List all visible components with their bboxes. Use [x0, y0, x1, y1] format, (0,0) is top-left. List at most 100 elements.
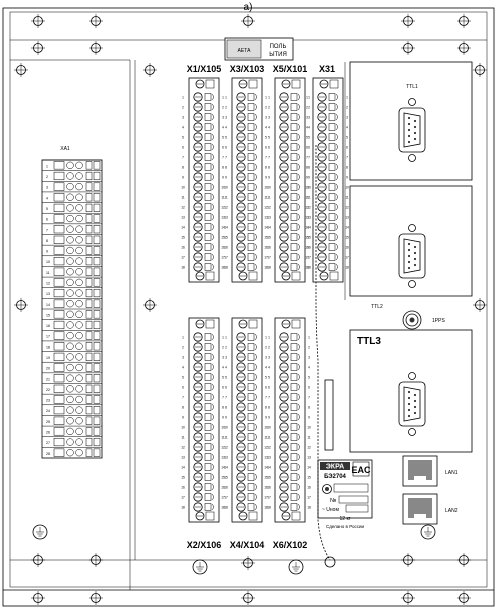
mounting-hole	[401, 41, 415, 55]
pin-number: 3	[308, 356, 310, 360]
mounting-hole	[401, 553, 415, 567]
pin-number: 13	[221, 216, 225, 220]
pin-number: 15	[221, 236, 225, 240]
pin-number: 6	[182, 146, 184, 150]
ttl3-db9-connector	[398, 372, 426, 436]
pin-number: 18	[345, 266, 349, 270]
pin-number: 5	[225, 376, 227, 380]
pin-number: 17	[307, 496, 311, 500]
pin-number: 4	[222, 366, 224, 370]
pin-number: 11	[307, 196, 311, 200]
xa1-row: 2	[42, 170, 102, 181]
pin-number: 16	[305, 246, 309, 250]
pin-number: 18	[264, 506, 268, 510]
pin-number: 3	[182, 116, 184, 120]
pin-number: 6	[225, 386, 227, 390]
pin-number: 9	[225, 176, 227, 180]
pin-number: 4	[265, 366, 267, 370]
pin-number: 14	[221, 466, 225, 470]
pin-number: 14	[307, 226, 311, 230]
mounting-hole	[401, 14, 415, 28]
pin-number: 18	[181, 506, 185, 510]
pin-number: 10	[307, 426, 311, 430]
ground-cable	[315, 145, 331, 561]
mounting-hole	[143, 63, 157, 77]
pin-number: 9	[265, 176, 267, 180]
pin-number: 4	[306, 126, 308, 130]
xa1-row: 23	[42, 393, 102, 404]
xa1-row: 28	[42, 447, 102, 457]
xa1-row: 6	[42, 212, 102, 223]
pin-number: 9	[268, 176, 270, 180]
pin-number: 5	[222, 376, 224, 380]
xa1-row-number: 19	[46, 356, 50, 360]
pin-number: 12	[307, 206, 311, 210]
pin-number: 10	[181, 426, 185, 430]
pin-number: 3	[268, 356, 270, 360]
pin-number: 14	[345, 226, 349, 230]
pin-number: 2	[265, 346, 267, 350]
pin-number: 9	[265, 416, 267, 420]
pin-number: 12	[181, 206, 185, 210]
pin-number: 17	[305, 256, 309, 260]
pin-number: 18	[264, 266, 268, 270]
pin-number: 1	[308, 336, 310, 340]
pin-number: 6	[222, 146, 224, 150]
pin-number: 15	[307, 236, 311, 240]
pin-number: 18	[221, 266, 225, 270]
pin-number: 4	[222, 126, 224, 130]
pin-number: 5	[308, 376, 310, 380]
pin-number: 11	[181, 436, 185, 440]
pin-number: 10	[181, 186, 185, 190]
terminal-label-x5-x101: X5/X101	[273, 64, 308, 74]
pin-number: 1	[268, 96, 270, 100]
pin-number: 2	[222, 346, 224, 350]
pin-number: 6	[306, 146, 308, 150]
pin-number: 17	[224, 256, 228, 260]
pin-number: 10	[221, 186, 225, 190]
pin-number: 16	[267, 486, 271, 490]
pin-number: 12	[264, 206, 268, 210]
nameplate-voltage: ~ Uном	[322, 507, 339, 513]
pin-number: 13	[345, 216, 349, 220]
pin-number: 9	[308, 416, 310, 420]
pin-number: 14	[307, 466, 311, 470]
pin-number: 11	[181, 196, 185, 200]
pin-number: 18	[307, 266, 311, 270]
pin-number: 8	[265, 166, 267, 170]
pin-number: 4	[346, 126, 348, 130]
pin-number: 15	[307, 476, 311, 480]
terminal-label-x6-x102: X6/X102	[273, 540, 308, 550]
pin-number: 17	[221, 496, 225, 500]
pin-number: 13	[221, 456, 225, 460]
pin-number: 2	[268, 346, 270, 350]
pin-number: 7	[308, 396, 310, 400]
terminal-label-x1-x105: X1/X105	[187, 64, 222, 74]
pin-number: 8	[182, 406, 184, 410]
xa1-row-number: 17	[46, 335, 50, 339]
mounting-hole	[31, 41, 45, 55]
